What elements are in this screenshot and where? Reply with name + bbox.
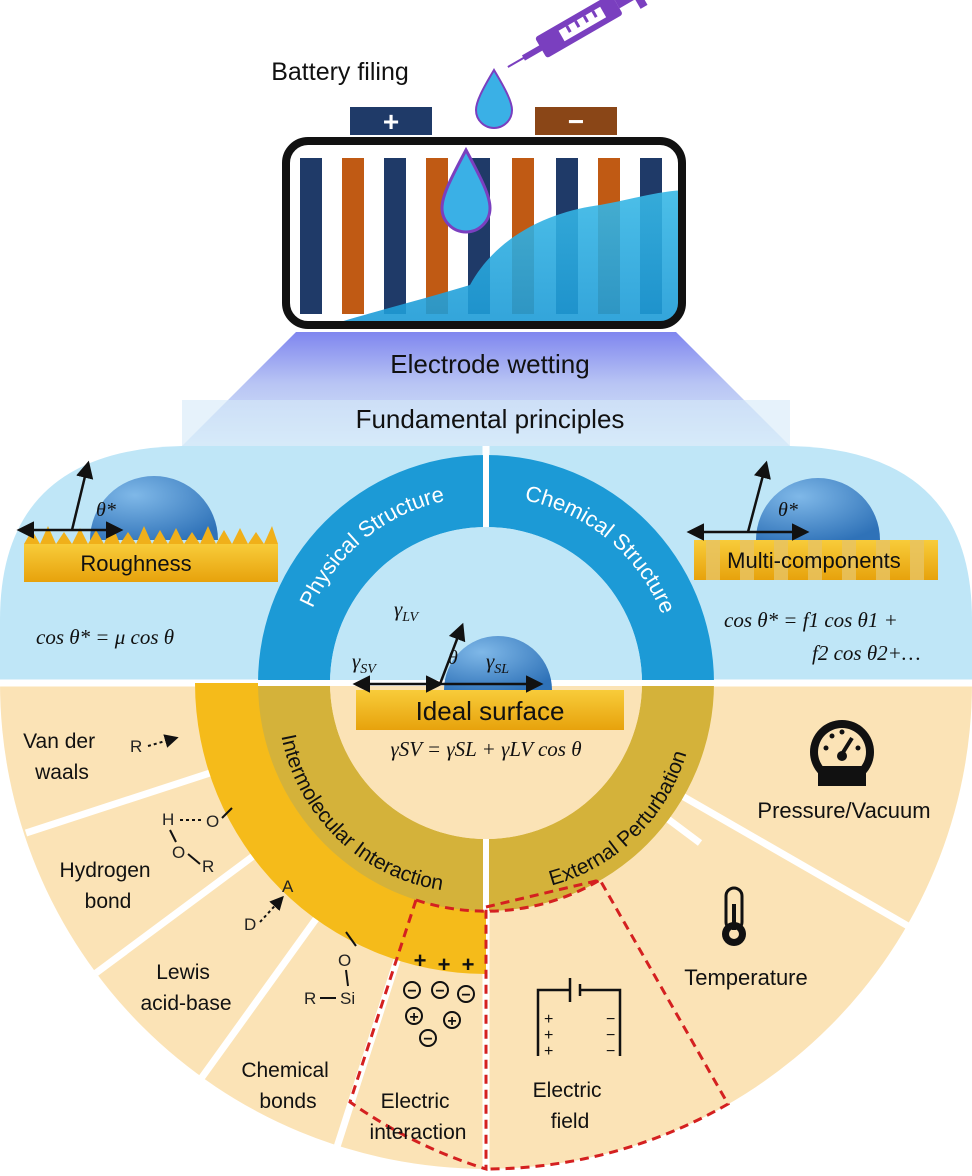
perturbation-ring — [258, 683, 714, 911]
electric-sector-outline — [348, 899, 488, 1172]
pressure-gauge-icon — [810, 720, 874, 786]
svg-text:A: A — [282, 877, 294, 896]
multi-equation-2: f2 cos θ2+… — [812, 641, 921, 665]
fundamental-principles-label: Fundamental principles — [356, 404, 625, 434]
multi-label: Multi-components — [727, 548, 901, 573]
beam-bottom-band — [182, 400, 790, 446]
electrolyte-fill — [330, 190, 682, 325]
hydrogen-bond-icon: H O O R — [162, 807, 233, 876]
intermolecular-band — [195, 683, 486, 974]
multi-stripes — [706, 540, 924, 580]
svg-text:+: + — [409, 1009, 418, 1026]
lv-arrow — [438, 622, 466, 685]
terminal-minus — [535, 107, 617, 135]
syringe-icon — [507, 0, 648, 68]
svg-text:Si: Si — [340, 989, 355, 1008]
terminal-minus-sign: − — [568, 106, 584, 137]
electric-field-label: Electric field — [533, 1079, 608, 1133]
roughness-spikes — [24, 524, 278, 544]
roughness-bar — [24, 544, 278, 582]
electric-sector-arc — [415, 878, 601, 913]
multi-equation-1: cos θ* = f1 cos θ1 + — [724, 608, 898, 632]
gamma-lv: γLV — [394, 597, 420, 625]
multi-theta: θ* — [778, 499, 798, 521]
theta-ideal: θ — [448, 647, 458, 669]
inner-upper — [330, 527, 642, 683]
svg-text:+: + — [447, 1013, 456, 1030]
svg-text:+: + — [438, 952, 451, 977]
temperature-label: Temperature — [684, 965, 808, 990]
electric-field-icon — [536, 978, 622, 1056]
svg-text:−: − — [461, 987, 470, 1004]
ideal-droplet — [444, 636, 552, 690]
roughness-arrow-v — [70, 460, 94, 531]
terminal-plus-sign: + — [383, 106, 399, 137]
battery-outline — [282, 137, 686, 329]
vdw-label: Van der waals — [23, 730, 101, 784]
svg-text:H: H — [162, 810, 174, 829]
hydrogen-bond-label: Hydrogen bond — [60, 859, 157, 913]
svg-text:O: O — [206, 812, 219, 831]
lewis-label: Lewis acid-base — [140, 961, 231, 1015]
gamma-sv: γSV — [352, 649, 377, 677]
roughness-label: Roughness — [80, 551, 191, 576]
svg-text:D: D — [244, 915, 256, 934]
battery-droplet — [440, 146, 492, 234]
charges-icon: + + + − − − + + − — [403, 948, 475, 1048]
vdw-arrow — [147, 734, 179, 748]
ideal-surface-label: Ideal surface — [416, 696, 565, 726]
gamma-sl: γSL — [486, 649, 509, 677]
battery-filing-label: Battery filing — [271, 58, 409, 86]
structure-ring — [258, 455, 714, 683]
terminal-plus — [350, 107, 432, 135]
vdw-r: R — [130, 737, 142, 756]
roughness-equation: cos θ* = μ cos θ — [36, 625, 174, 649]
thermometer-icon — [722, 886, 746, 946]
svg-text:R: R — [304, 989, 316, 1008]
electric-interaction-label: Electric interaction — [370, 1090, 467, 1144]
svg-text:R: R — [202, 857, 214, 876]
electric-sector-outline-right — [485, 878, 731, 1171]
lewis-icon: A D — [244, 877, 294, 934]
electrode-wetting-label: Electrode wetting — [390, 349, 589, 379]
chemical-bonds-label: Chemical bonds — [241, 1059, 334, 1113]
ideal-surface-bar — [356, 690, 624, 730]
svg-text:−: − — [423, 1031, 432, 1048]
young-equation: γSV = γSL + γLV cos θ — [390, 737, 581, 761]
field-minus: − − − — [606, 1011, 620, 1060]
svg-text:O: O — [172, 843, 185, 862]
battery-body — [286, 141, 682, 325]
svg-text:O: O — [338, 951, 351, 970]
svg-text:+: + — [462, 952, 475, 977]
svg-text:+: + — [414, 948, 427, 973]
svg-text:−: − — [407, 983, 416, 1000]
silane-icon: O R Si — [304, 931, 357, 1008]
falling-droplet — [474, 68, 514, 129]
multi-arrow-v — [746, 460, 771, 533]
field-plus: + + + — [544, 1011, 558, 1060]
pressure-label: Pressure/Vacuum — [757, 798, 930, 823]
roughness-theta: θ* — [96, 499, 116, 521]
svg-text:−: − — [435, 983, 444, 1000]
